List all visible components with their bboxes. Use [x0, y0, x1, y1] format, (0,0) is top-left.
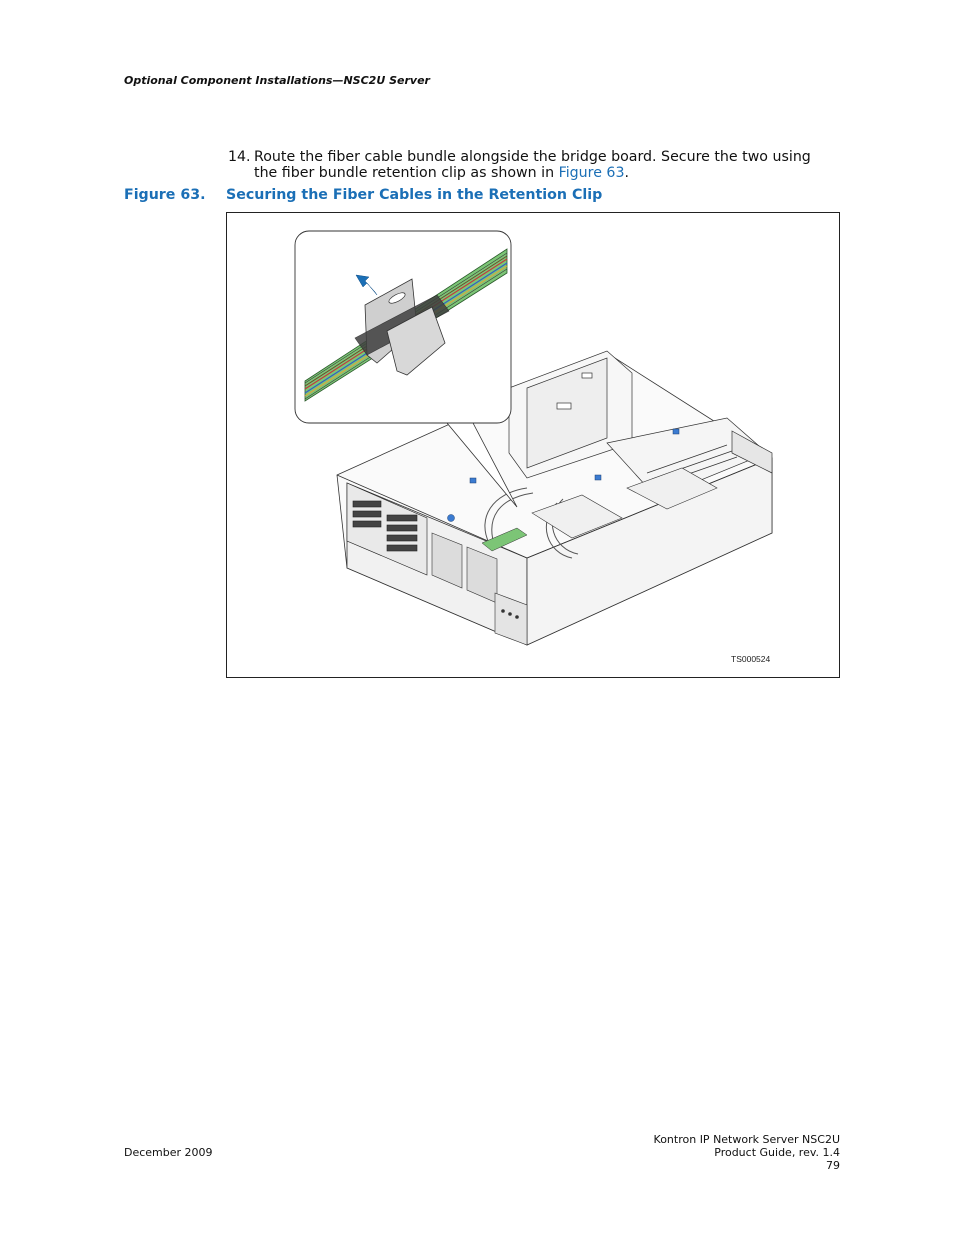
footer-page-number: 79	[826, 1159, 840, 1172]
footer-document-info: Kontron IP Network Server NSC2U Product …	[654, 1133, 840, 1172]
front-io-panel	[494, 592, 528, 646]
server-chassis-illustration	[294, 230, 773, 646]
figure-frame: TS000524	[226, 212, 840, 678]
running-header: Optional Component Installations—NSC2U S…	[124, 74, 430, 87]
figure-caption: Figure 63. Securing the Fiber Cables in …	[124, 187, 602, 203]
clip-detail-callout	[294, 230, 512, 424]
step-text: Route the fiber cable bundle alongside t…	[254, 149, 838, 181]
direction-arrow-icon	[355, 274, 378, 296]
figure-title: Securing the Fiber Cables in the Retenti…	[226, 187, 603, 203]
step-text-body: Route the fiber cable bundle alongside t…	[254, 149, 811, 181]
bridge-board	[481, 527, 528, 552]
footer-guide-revision: Product Guide, rev. 1.4	[714, 1146, 840, 1159]
step-text-end: .	[624, 165, 630, 181]
board-components	[531, 467, 718, 539]
step-number: 14.	[228, 149, 251, 165]
figure-63-link[interactable]: Figure 63	[558, 165, 625, 181]
drive-bays	[346, 482, 428, 576]
figure-label: Figure 63.	[124, 187, 206, 203]
front-vents	[431, 532, 498, 604]
footer-date: December 2009	[124, 1146, 213, 1159]
footer-product: Kontron IP Network Server NSC2U	[653, 1133, 840, 1146]
pci-riser-cage	[508, 350, 633, 479]
blue-latch-markers	[447, 428, 680, 522]
figure-image-id: TS000524	[731, 654, 771, 664]
procedure-step-14: 14. Route the fiber cable bundle alongsi…	[228, 149, 838, 181]
